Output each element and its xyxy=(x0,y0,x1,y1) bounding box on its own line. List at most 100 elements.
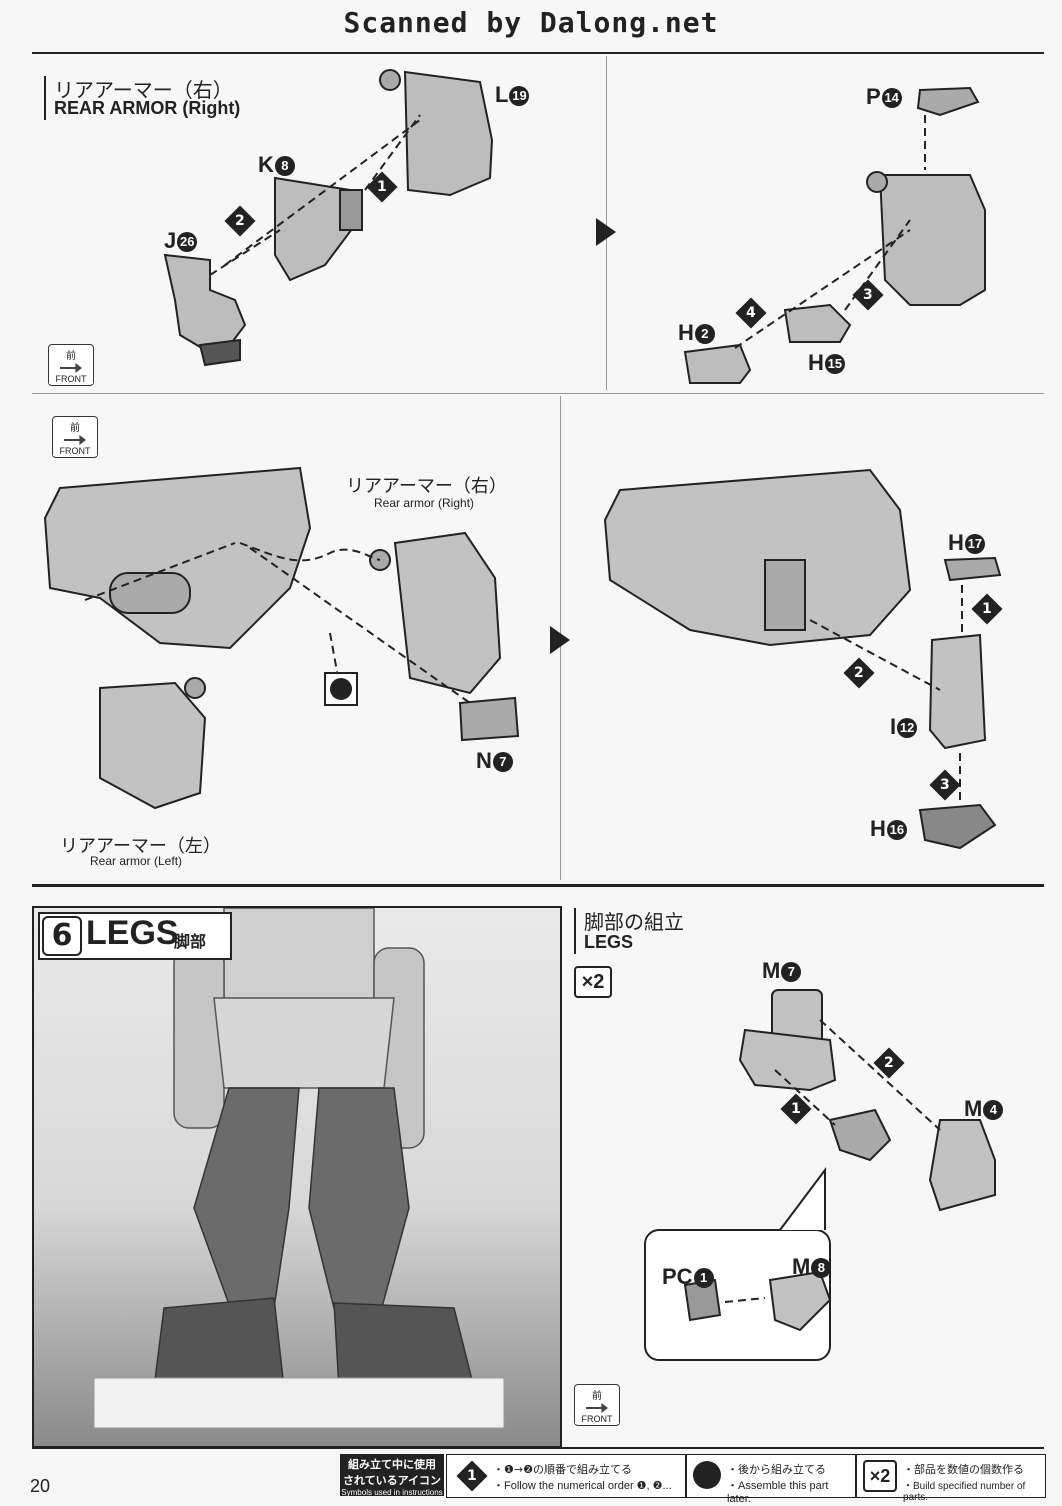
label-m8-letter: M xyxy=(792,1254,811,1279)
title-bar xyxy=(44,76,46,120)
waist-body xyxy=(43,466,312,650)
panel1-illustration xyxy=(163,69,494,367)
vertical-divider-top xyxy=(606,56,607,390)
rear-armor-left xyxy=(99,681,207,810)
front-icon-3-en: FRONT xyxy=(575,1414,619,1424)
rear-right-label-jp: リアアーマー（右） xyxy=(346,476,507,497)
panel1-title-jp: リアアーマー（右） xyxy=(54,78,233,102)
legend-title-jp-1: 組み立て中に使用 xyxy=(348,1458,436,1471)
legend-title-box: 組み立て中に使用 されているアイコン Symbols used in instr… xyxy=(340,1454,444,1497)
legend-item-later: ・後から組み立てる ・Assemble this part later. xyxy=(686,1454,856,1505)
panel4-step-2-text: 2 xyxy=(854,665,864,681)
multiplier-badge: ×2 xyxy=(574,966,612,998)
step-4-text: 4 xyxy=(746,305,756,321)
label-l19-letter: L xyxy=(495,82,509,107)
label-j26-num: 26 xyxy=(177,232,198,253)
label-h2-num: 2 xyxy=(694,324,715,345)
part-h16 xyxy=(918,803,997,850)
front-arrow-icon xyxy=(60,363,82,373)
panel4-illustration xyxy=(603,468,1002,850)
part-l19 xyxy=(403,70,494,197)
label-h2-letter: H xyxy=(678,320,694,345)
waist-assembly xyxy=(603,468,912,647)
label-i12-letter: I xyxy=(890,714,897,739)
panel5-illustration xyxy=(644,989,996,1361)
section-title-jp: 脚部 xyxy=(174,932,207,951)
legend-item2-jp: ・後から組み立てる xyxy=(727,1463,826,1476)
label-pc1-num: 1 xyxy=(693,1268,714,1289)
label-h16-num: 16 xyxy=(886,820,907,841)
label-j26-letter: J xyxy=(164,228,177,253)
panel3-illustration xyxy=(43,466,520,810)
label-h17-num: 17 xyxy=(964,534,985,555)
legend-item3-en: ・Build specified number of parts. xyxy=(903,1481,1026,1503)
label-p14-num: 14 xyxy=(881,88,902,109)
front-icon-2-en: FRONT xyxy=(53,446,97,456)
label-m4-letter: M xyxy=(964,1096,983,1121)
panel2-illustration xyxy=(683,86,986,384)
part-l19-ball xyxy=(379,69,401,91)
label-pc1-letter: PC xyxy=(662,1264,693,1289)
rear-right-label-en: Rear armor (Right) xyxy=(374,496,475,510)
panel4-step-1-text: 1 xyxy=(982,601,992,617)
rear-left-label-jp: リアアーマー（左） xyxy=(60,836,221,857)
next-arrow-icon xyxy=(596,218,616,246)
rear-left-label-en: Rear armor (Left) xyxy=(90,854,183,868)
assemble-later-icon xyxy=(324,672,358,706)
row-divider-1 xyxy=(32,393,1044,394)
label-m7-num: 7 xyxy=(781,962,802,983)
section-title-en: LEGS xyxy=(86,914,179,952)
bottom-rule xyxy=(32,1447,1044,1449)
section-number: 6 xyxy=(42,916,82,956)
panel1-title-en: REAR ARMOR (Right) xyxy=(54,98,241,118)
label-n7-num: 7 xyxy=(492,752,513,773)
legend-title-en: Symbols used in instructions xyxy=(341,1488,443,1497)
part-h15 xyxy=(783,303,852,343)
front-icon-en: FRONT xyxy=(49,374,93,384)
legend-step-icon: 1 xyxy=(456,1460,488,1492)
legend-item3-jp: ・部品を数値の個数作る xyxy=(903,1463,1024,1476)
front-arrow-icon-3 xyxy=(586,1403,608,1413)
part-m4 xyxy=(928,1119,996,1212)
page-number: 20 xyxy=(30,1476,51,1496)
label-h15-letter: H xyxy=(808,350,824,375)
label-k8-letter: K xyxy=(258,152,274,177)
step-3-text: 3 xyxy=(863,287,873,303)
label-i12-num: 12 xyxy=(897,718,918,739)
rear-armor-right xyxy=(393,531,502,695)
front-icon-2: 前 FRONT xyxy=(52,416,98,458)
legend-item-order: 1 ・❶→❷の順番で組み立てる ・Follow the numerical or… xyxy=(446,1454,686,1498)
front-icon-3: 前 FRONT xyxy=(574,1384,620,1426)
label-n7-letter: N xyxy=(476,748,492,773)
part-small xyxy=(828,1108,892,1162)
step-2-text: 2 xyxy=(235,213,245,229)
label-p14-letter: P xyxy=(866,84,881,109)
label-k8-num: 8 xyxy=(274,156,295,177)
label-h16-letter: H xyxy=(870,816,886,841)
label-l19-num: 19 xyxy=(509,86,530,107)
panel4-step-3-text: 3 xyxy=(940,777,950,793)
front-icon-3-jp: 前 xyxy=(592,1391,602,1402)
legend-item1-en: ・Follow the numerical order ❶, ❷... xyxy=(493,1480,672,1492)
label-m8-num: 8 xyxy=(811,1258,832,1279)
legend-step-text: 1 xyxy=(467,1468,477,1484)
front-arrow-icon-2 xyxy=(64,435,86,445)
label-m4-num: 4 xyxy=(983,1100,1004,1121)
top-rule xyxy=(32,52,1044,54)
panel5-step-1-text: 1 xyxy=(791,1101,801,1117)
panel5-title-en: LEGS xyxy=(584,932,634,952)
legend-title-jp-2: されているアイコン xyxy=(342,1474,442,1487)
legend-item2-en: ・Assemble this part later. xyxy=(727,1480,829,1505)
legend-item-multiply: ×2 ・部品を数値の個数作る ・Build specified number o… xyxy=(856,1454,1046,1503)
